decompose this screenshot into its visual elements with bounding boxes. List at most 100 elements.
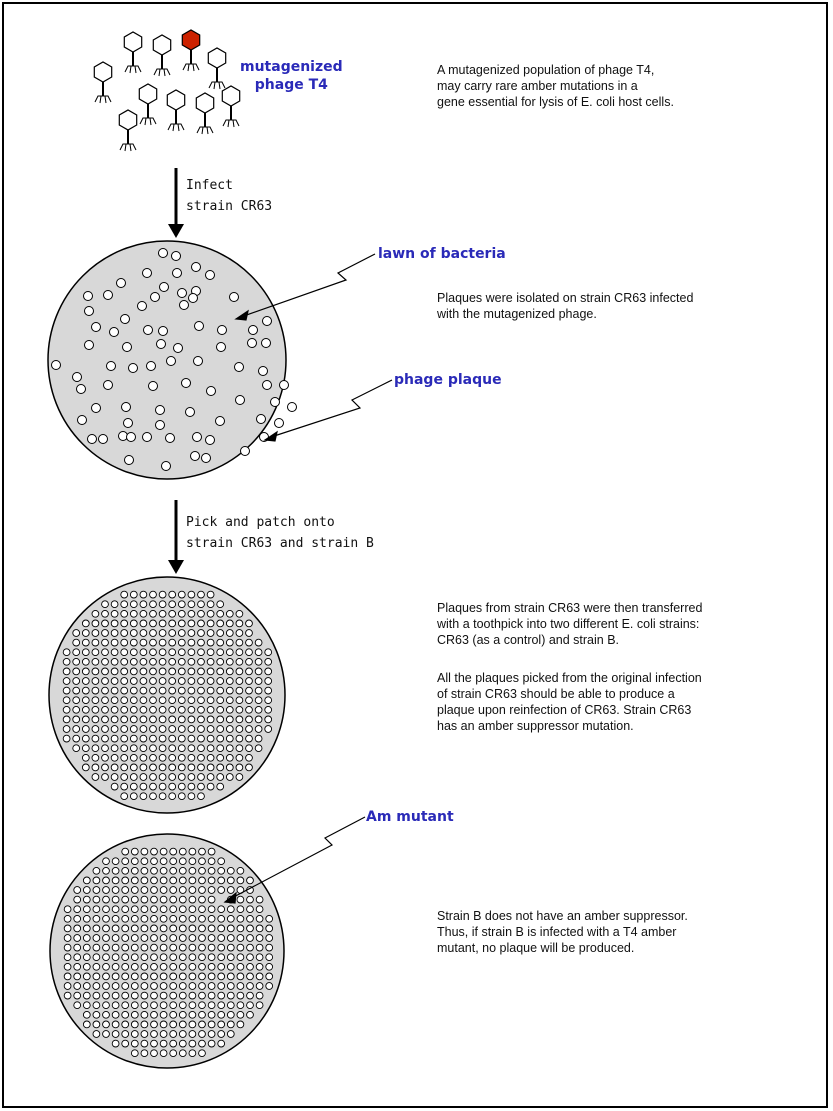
patch-spot [81, 705, 90, 714]
patch-spot [120, 705, 129, 714]
plaque-circle [123, 418, 133, 428]
patch-spot [82, 876, 91, 885]
patch-spot [121, 905, 130, 914]
patch-spot [63, 962, 72, 971]
patch-spot [206, 773, 215, 781]
patch-spot [150, 1039, 158, 1048]
patch-spot [130, 876, 139, 885]
patch-spot [187, 696, 196, 705]
plaque-circle [201, 453, 211, 463]
patch-spot [235, 609, 244, 618]
patch-spot [177, 744, 186, 753]
patch-spot [101, 677, 109, 685]
patch-spot [140, 1001, 149, 1010]
patch-spot [206, 657, 215, 666]
label-am-mutant: Am mutant [366, 809, 454, 825]
patch-spot [178, 895, 187, 904]
patch-spot [92, 1010, 101, 1019]
patch-spot [101, 705, 109, 714]
patch-spot [92, 943, 101, 952]
patch-spot [158, 753, 167, 762]
patch-spot [81, 629, 90, 637]
patch-spot [63, 991, 72, 1000]
patch-spot [245, 715, 253, 724]
patch-spot [102, 857, 110, 866]
patch-spot [187, 638, 196, 647]
patch-spot [110, 744, 119, 753]
patch-spot [140, 886, 149, 894]
patch-spot [110, 638, 119, 647]
plaque-circle [262, 316, 272, 326]
patch-spot [198, 886, 206, 894]
patch-spot [139, 715, 148, 724]
patch-spot [217, 1010, 226, 1019]
patch-spot [110, 763, 119, 772]
patch-spot [62, 705, 71, 714]
patch-spot [129, 609, 138, 618]
patch-spot [63, 905, 72, 914]
plaque-circle [98, 434, 108, 444]
patch-spot [226, 876, 235, 885]
patch-spot [207, 1001, 216, 1010]
patch-spot [255, 895, 264, 904]
plaque-circle [116, 278, 126, 288]
patch-spot [207, 943, 216, 952]
patch-spot [216, 782, 225, 791]
patch-spot [130, 1001, 139, 1010]
patch-spot [159, 914, 168, 923]
patch-spot [73, 914, 82, 923]
patch-spot [102, 943, 110, 952]
plaque-circle [166, 356, 176, 366]
patch-spot [226, 886, 235, 894]
patch-spot [111, 934, 120, 942]
patch-spot [177, 773, 186, 781]
patch-spot [187, 792, 196, 801]
patch-spot [207, 972, 216, 981]
patch-spot [177, 753, 186, 762]
patch-spot [245, 763, 253, 772]
patch-spot [246, 943, 254, 952]
patch-spot [102, 982, 110, 990]
patch-spot [245, 629, 253, 637]
patch-spot [255, 953, 264, 962]
patch-spot [168, 782, 177, 791]
label-lawn-of-bacteria: lawn of bacteria [378, 246, 506, 262]
plaque-circle [229, 292, 239, 302]
description-phage: A mutagenized population of phage T4, ma… [437, 63, 674, 109]
plaque-circle [76, 384, 86, 394]
patch-spot [130, 895, 139, 904]
patch-spot [245, 686, 253, 695]
patch-spot [187, 648, 196, 657]
patch-spot [91, 638, 100, 647]
pointer-lawn [234, 253, 376, 321]
patch-spot [236, 934, 245, 942]
patch-spot [177, 715, 186, 724]
patch-spot [197, 734, 205, 743]
patch-spot [207, 847, 216, 856]
patch-spot [120, 657, 129, 666]
patch-spot [149, 744, 157, 753]
patch-spot [159, 924, 168, 933]
description-strain-b: Strain B does not have an amber suppress… [437, 909, 688, 955]
patch-spot [110, 657, 119, 666]
patch-spot [159, 1039, 168, 1048]
patch-spot [102, 1010, 110, 1019]
patch-spot [236, 876, 245, 885]
patch-spot [246, 1001, 254, 1010]
patch-spot [111, 972, 120, 981]
patch-spot [72, 696, 81, 705]
phage-icon [138, 83, 158, 126]
patch-spot [178, 962, 187, 971]
patch-spot [130, 847, 139, 856]
patch-spot [168, 686, 177, 695]
patch-spot [92, 953, 101, 962]
patch-spot [197, 715, 205, 724]
plaque-circle [158, 326, 168, 336]
phage-icon [207, 47, 227, 90]
patch-spot [198, 847, 206, 856]
patch-spot [158, 600, 167, 609]
plaque-circle [91, 322, 101, 332]
patch-spot [245, 667, 253, 676]
patch-spot [197, 677, 205, 685]
patch-spot [254, 744, 263, 753]
